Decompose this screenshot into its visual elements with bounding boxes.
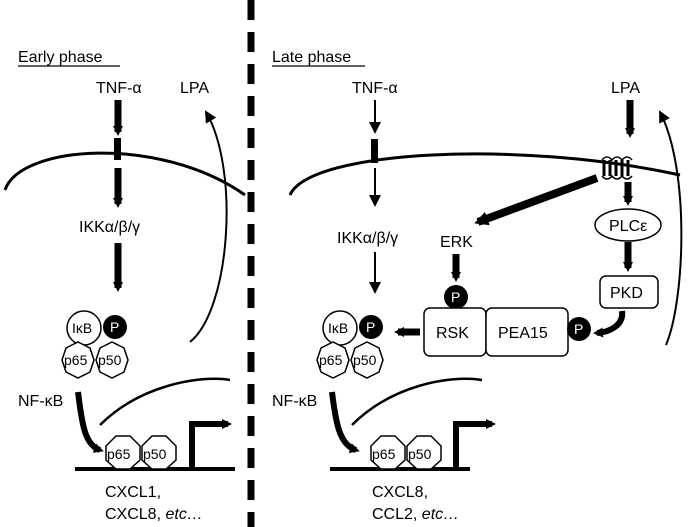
late-tnf-label: TNF-α	[352, 80, 398, 97]
late-phase-heading: Late phase	[272, 49, 351, 66]
late-lpa-feedback-arrow	[659, 110, 683, 346]
late-promoter-p65	[370, 435, 406, 470]
late-rsk-label: RSK	[436, 325, 469, 342]
early-nuclear-membrane	[99, 377, 231, 426]
late-nuclear-membrane	[351, 377, 483, 426]
early-p50-node	[95, 341, 129, 379]
late-p65-label: p65	[319, 352, 343, 368]
early-p65-label: p65	[64, 352, 88, 368]
late-pea15-phospho-node	[567, 317, 591, 341]
early-nfkb-label: NF-κB	[18, 393, 63, 410]
late-pkd-node	[599, 275, 659, 309]
late-erk-phospho-node	[444, 285, 468, 309]
early-lpa-label: LPA	[180, 80, 209, 97]
early-phase-panel: Early phase TNF-α LPA IKKα/β/γ IκB P p65…	[3, 49, 246, 523]
late-p50-node	[350, 341, 384, 379]
early-promoter-p65	[105, 435, 141, 470]
late-phospho-node	[359, 315, 383, 339]
early-promoter-p50-label: p50	[143, 446, 167, 462]
late-phospho-label: P	[366, 319, 375, 335]
early-tnf-label: TNF-α	[96, 80, 142, 97]
early-p50-label: p50	[98, 352, 122, 368]
early-phospho-node	[103, 315, 127, 339]
early-promoter-p50	[141, 435, 177, 470]
early-ikb-label: IκB	[72, 320, 92, 336]
late-pkd-label: PKD	[610, 285, 643, 302]
late-lpa-label: LPA	[611, 80, 640, 97]
late-transcription-arrow	[453, 419, 496, 469]
late-p50-label: p50	[353, 352, 377, 368]
early-genes-line1: CXCL1,	[105, 484, 161, 501]
early-transcription-arrow	[189, 419, 232, 469]
late-genes-line1: CXCL8,	[372, 484, 428, 501]
late-ikk-label: IKKα/β/γ	[337, 230, 398, 247]
late-arrow-gpcr-erk	[474, 174, 599, 226]
late-erk-label: ERK	[440, 234, 473, 251]
early-phase-heading: Early phase	[18, 49, 103, 66]
late-erk-phospho-label: P	[451, 289, 460, 305]
late-p65-node	[316, 341, 350, 379]
late-plc-node	[594, 208, 662, 242]
late-pea15-label: PEA15	[498, 325, 548, 342]
late-promoter-p50-label: p50	[408, 446, 432, 462]
early-phospho-label: P	[110, 319, 119, 335]
late-genes-line2: CCL2, etc…	[372, 506, 459, 523]
late-nfkb-translocation-arrow	[329, 391, 360, 453]
late-lpa-gpcr	[601, 156, 633, 180]
late-arrow-pkd-pea15	[593, 310, 626, 338]
late-promoter-p65-label: p65	[372, 446, 396, 462]
late-plc-label: PLCε	[609, 218, 647, 235]
early-cell-membrane	[3, 151, 246, 197]
early-genes-line2: CXCL8, etc…	[105, 506, 203, 523]
late-tnf-receptor	[371, 139, 378, 163]
late-pea15-phospho-label: P	[574, 321, 583, 337]
late-phase-panel: Late phase TNF-α LPA IKKα/β/γ PLCε PKD	[272, 49, 683, 523]
late-cell-membrane	[288, 152, 681, 196]
late-ikb-label: IκB	[328, 320, 348, 336]
late-promoter-p50	[406, 435, 442, 470]
early-tnf-receptor	[114, 138, 121, 160]
early-p65-node	[61, 341, 95, 379]
early-nfkb-translocation-arrow	[75, 391, 104, 453]
early-promoter-p65-label: p65	[107, 446, 131, 462]
early-lpa-feedback-arrow	[189, 110, 228, 343]
late-nfkb-label: NF-κB	[272, 393, 317, 410]
early-ikk-label: IKKα/β/γ	[79, 219, 140, 236]
